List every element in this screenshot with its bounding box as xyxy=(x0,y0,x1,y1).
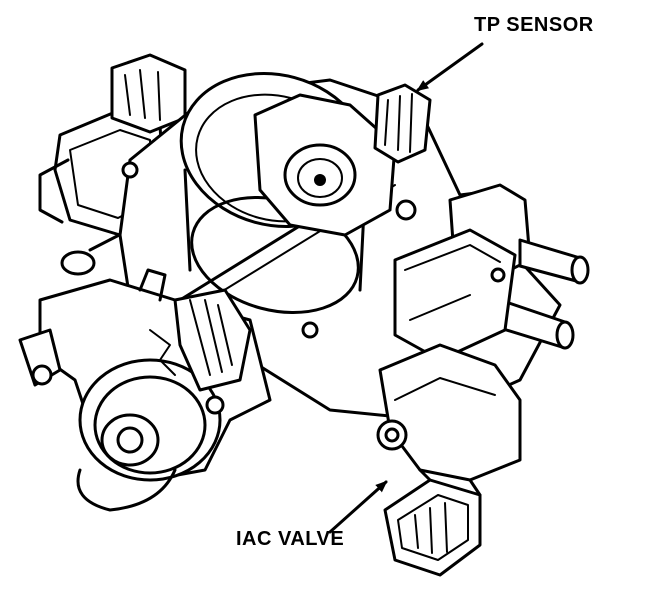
tp-sensor xyxy=(253,83,432,237)
left-connector-bracket xyxy=(38,53,187,276)
tp-sensor-leader-arrow xyxy=(416,42,484,92)
tp-sensor-label: TP SENSOR xyxy=(474,14,594,36)
coolant-pipes xyxy=(393,183,590,362)
throttle-linkage xyxy=(18,268,272,512)
iac-valve xyxy=(376,343,522,577)
iac-valve-leader-arrow xyxy=(328,480,388,534)
iac-valve-label: IAC VALVE xyxy=(236,528,345,550)
